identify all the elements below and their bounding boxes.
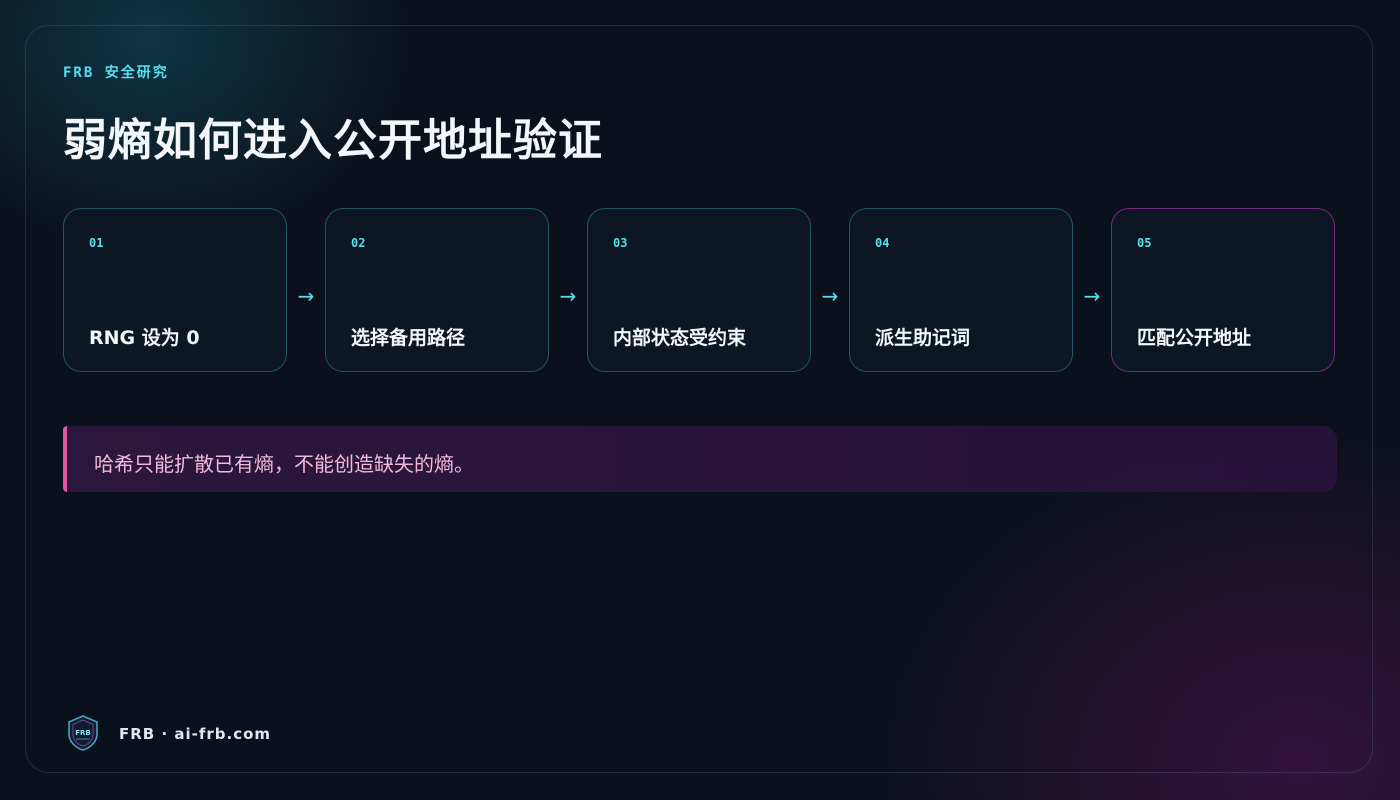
step-flow: 01 RNG 设为 0 → 02 选择备用路径 → 03 内部状态受约束 → 0… — [63, 208, 1335, 372]
content-panel — [25, 25, 1373, 773]
step-card-4: 04 派生助记词 — [849, 208, 1073, 372]
arrow-right-icon: → — [297, 284, 315, 308]
footer-brand-text: FRB · ai-frb.com — [119, 725, 272, 743]
step-number: 03 — [613, 236, 628, 250]
step-card-2: 02 选择备用路径 — [325, 208, 549, 372]
step-number: 02 — [351, 236, 366, 250]
step-label: 派生助记词 — [875, 327, 971, 349]
step-number: 01 — [89, 236, 104, 250]
step-label: 匹配公开地址 — [1137, 327, 1252, 349]
kicker-label: FRB 安全研究 — [63, 65, 169, 81]
arrow-right-icon: → — [1083, 284, 1101, 308]
step-label: RNG 设为 0 — [89, 327, 200, 349]
frb-logo-icon: FRB — [68, 715, 98, 751]
page-title: 弱熵如何进入公开地址验证 — [63, 115, 603, 166]
step-card-5: 05 匹配公开地址 — [1111, 208, 1335, 372]
arrow-right-icon: → — [821, 284, 839, 308]
callout-text: 哈希只能扩散已有熵，不能创造缺失的熵。 — [94, 452, 474, 476]
logo-text: FRB — [75, 729, 91, 737]
callout-note: 哈希只能扩散已有熵，不能创造缺失的熵。 — [63, 426, 1337, 492]
arrow-right-icon: → — [559, 284, 577, 308]
step-label: 选择备用路径 — [351, 327, 466, 349]
step-number: 05 — [1137, 236, 1152, 250]
step-label: 内部状态受约束 — [613, 327, 747, 349]
step-card-1: 01 RNG 设为 0 — [63, 208, 287, 372]
step-card-3: 03 内部状态受约束 — [587, 208, 811, 372]
step-number: 04 — [875, 236, 890, 250]
